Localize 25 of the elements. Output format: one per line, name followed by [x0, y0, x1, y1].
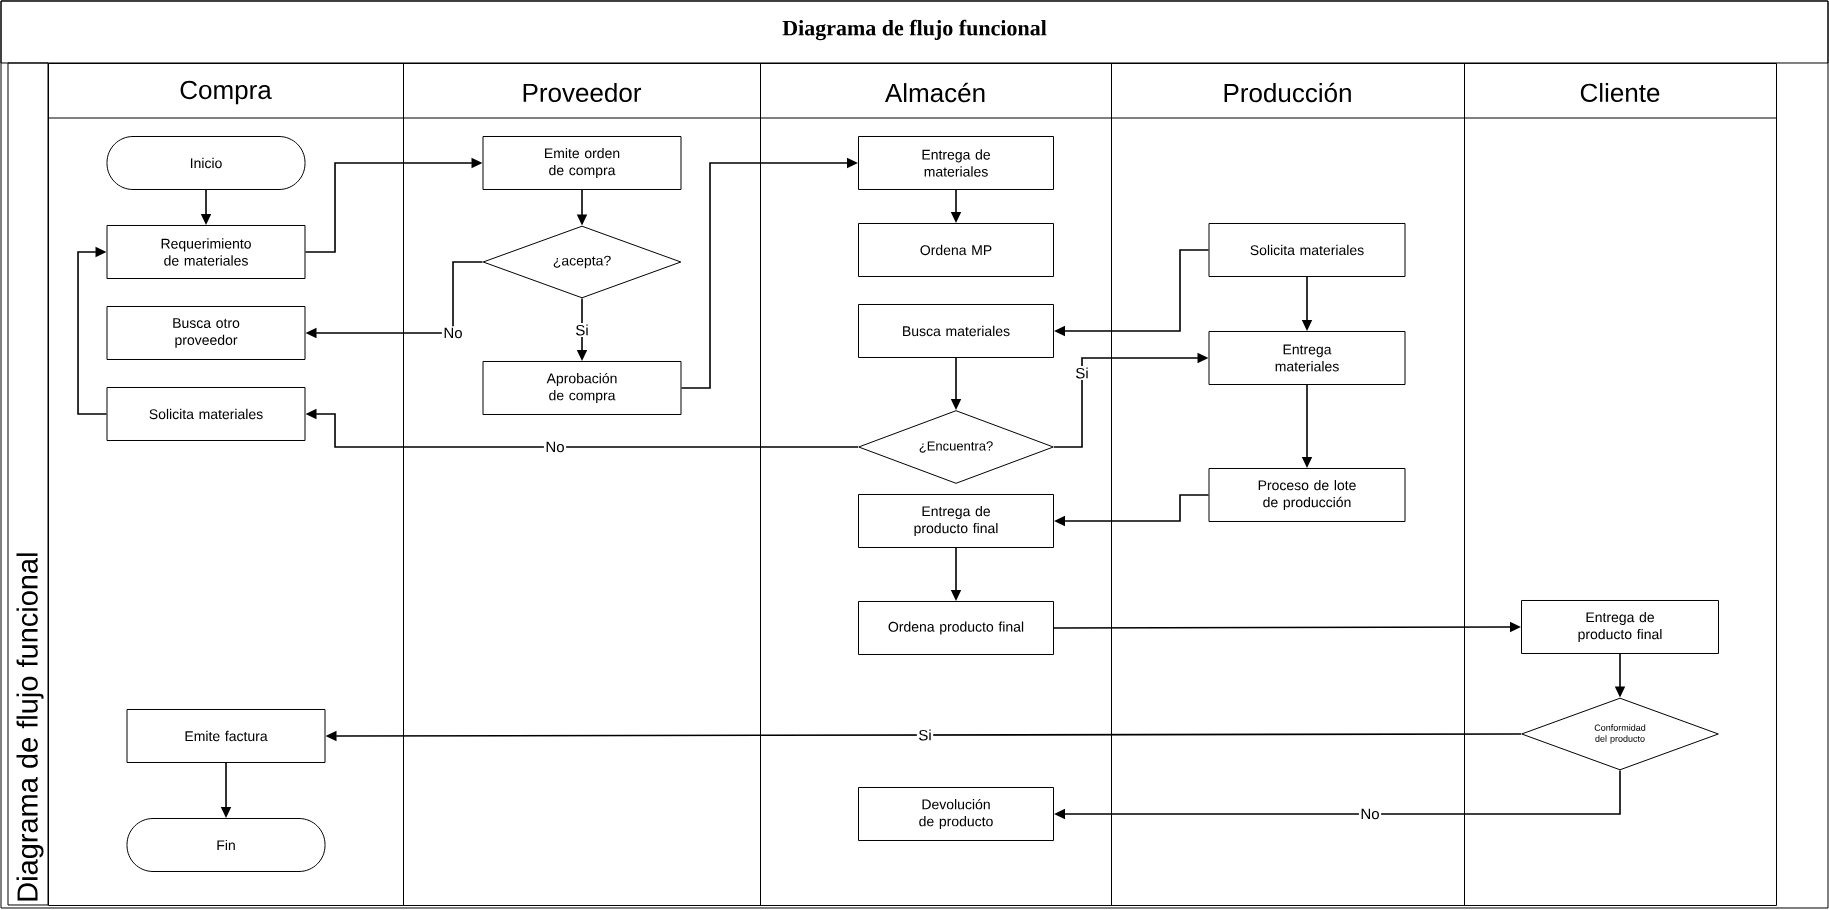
edge-label: Si	[916, 728, 934, 742]
process-box: Entrega de producto final	[858, 494, 1054, 548]
process-box: Aprobación de compra	[482, 361, 682, 415]
title-band: Diagrama de flujo funcional	[0, 0, 1829, 64]
process-box: Devolución de producto	[858, 787, 1054, 841]
process-box: Ordena producto final	[858, 601, 1054, 655]
process-box: Entrega de producto final	[1521, 600, 1719, 654]
edge-label: Si	[573, 323, 591, 337]
process-box: Emite orden de compra	[482, 136, 682, 190]
process-box: Solicita materiales	[1208, 223, 1406, 277]
edge-label: Si	[1073, 366, 1091, 380]
process-box: Ordena MP	[858, 223, 1054, 277]
edge-label: No	[543, 440, 567, 454]
arrow	[77, 246, 108, 415]
process-box: Proceso de lote de producción	[1208, 468, 1406, 522]
process-box: Solicita materiales	[106, 387, 306, 441]
edge-label: No	[1358, 807, 1382, 821]
process-box: Requerimiento de materiales	[106, 225, 306, 279]
side-label: Diagrama de flujo funcional	[7, 62, 49, 906]
process-box: Entrega de materiales	[858, 136, 1054, 190]
process-box: Entrega materiales	[1208, 331, 1406, 385]
process-box: Busca materiales	[858, 304, 1054, 358]
edge-label: No	[441, 326, 465, 340]
process-box: Emite factura	[126, 709, 326, 763]
process-box: Busca otro proveedor	[106, 306, 306, 360]
